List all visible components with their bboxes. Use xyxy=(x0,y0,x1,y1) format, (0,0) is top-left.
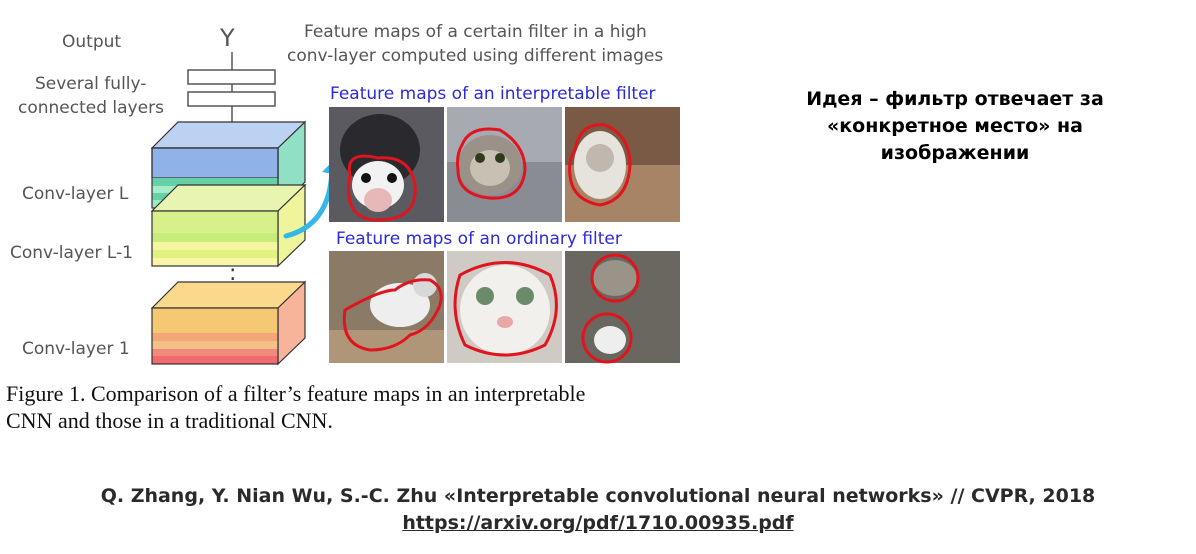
reference-citation: Q. Zhang, Y. Nian Wu, S.-C. Zhu «Interpr… xyxy=(100,485,1096,507)
interpretable-feature-map-2 xyxy=(447,107,562,222)
idea-line1: Идея – фильтр отвечает за xyxy=(806,88,1104,110)
feature-maps-header-line2: conv-layer computed using different imag… xyxy=(287,46,663,66)
interpretable-feature-map-3 xyxy=(565,107,680,222)
reference-link[interactable]: https://arxiv.org/pdf/1710.00935.pdf xyxy=(402,512,794,534)
figure-caption-line1: Figure 1. Comparison of a filter’s featu… xyxy=(6,381,586,406)
fc-layer-box-1 xyxy=(187,69,276,85)
idea-line2: «конкретное место» на xyxy=(826,115,1083,137)
cnn-diagram: Output Y Several fully- connected layers… xyxy=(10,22,680,366)
ordinary-feature-map-3 xyxy=(565,251,680,364)
interpretable-feature-map-1 xyxy=(329,107,444,222)
conv-label-mid: Conv-layer L-1 xyxy=(10,243,133,263)
ordinary-filter-title: Feature maps of an ordinary filter xyxy=(336,229,622,249)
fc-label-line2: connected layers xyxy=(18,98,164,118)
idea-line3: изображении xyxy=(880,142,1030,164)
conv-layer-L-minus-1-block xyxy=(150,183,307,268)
conv-label-bottom: Conv-layer 1 xyxy=(22,339,130,359)
idea-text: Идея – фильтр отвечает за «конкретное ме… xyxy=(770,86,1140,167)
fc-layer-box-2 xyxy=(187,91,276,107)
ordinary-feature-map-1 xyxy=(329,251,444,363)
feature-maps-header-line1: Feature maps of a certain filter in a hi… xyxy=(304,22,647,42)
conv-label-top: Conv-layer L xyxy=(22,184,129,204)
figure-caption: Figure 1. Comparison of a filter’s featu… xyxy=(6,380,706,434)
output-symbol: Y xyxy=(219,24,235,52)
conv-layer-1-block xyxy=(150,280,307,366)
layer-ellipsis: : xyxy=(229,261,236,286)
reference-block: Q. Zhang, Y. Nian Wu, S.-C. Zhu «Interpr… xyxy=(0,483,1196,537)
ordinary-feature-map-2 xyxy=(447,251,562,363)
figure-caption-line2: CNN and those in a traditional CNN. xyxy=(6,408,333,433)
interpretable-filter-title: Feature maps of an interpretable filter xyxy=(330,84,656,104)
fc-label-line1: Several fully- xyxy=(35,74,146,94)
output-label: Output xyxy=(62,32,121,52)
